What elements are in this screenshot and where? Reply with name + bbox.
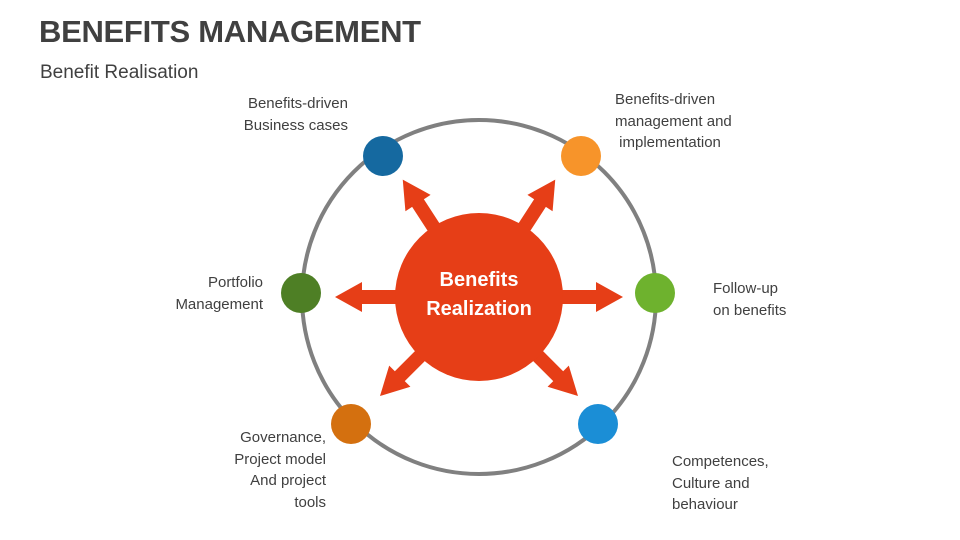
node-competences — [578, 404, 618, 444]
label-business-cases: Benefits-driven Business cases — [243, 95, 348, 134]
center-label: Benefits Realization — [395, 266, 563, 324]
center-label-line2: Realization — [426, 298, 532, 320]
node-governance — [331, 404, 371, 444]
center-label-line1: Benefits — [439, 269, 519, 291]
arrow-right-icon — [558, 282, 623, 312]
node-portfolio-management — [281, 273, 321, 313]
page-subtitle: Benefit Realisation — [40, 62, 199, 83]
label-competences: Competences, Culture and behaviour — [672, 453, 769, 513]
label-follow-up: Follow-up on benefits — [713, 280, 787, 319]
arrow-left-icon — [335, 282, 400, 312]
label-management-implementation: Benefits-driven management and implement… — [615, 91, 732, 151]
node-business-cases — [363, 136, 403, 176]
center-circle — [395, 213, 563, 381]
page-title: BENEFITS MANAGEMENT — [39, 14, 421, 49]
label-portfolio-management: Portfolio Management — [175, 274, 263, 313]
node-management-implementation — [561, 136, 601, 176]
label-governance: Governance, Project model And project to… — [234, 429, 326, 511]
node-follow-up — [635, 273, 675, 313]
